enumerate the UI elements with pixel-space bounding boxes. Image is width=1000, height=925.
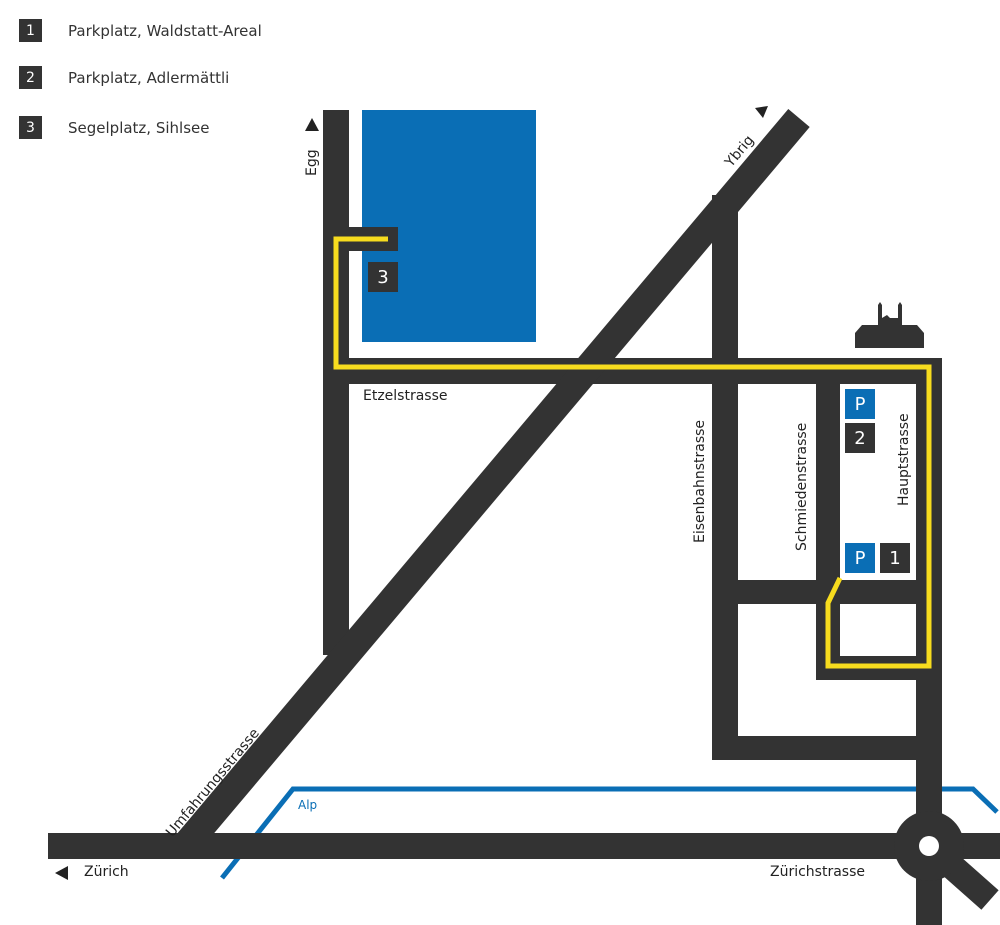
- legend-label: Parkplatz, Waldstatt-Areal: [68, 21, 262, 40]
- label-alp: Alp: [298, 798, 318, 812]
- legend-item-2: 2 Parkplatz, Adlermättli: [19, 66, 229, 89]
- label-hauptstrasse: Hauptstrasse: [896, 413, 912, 506]
- legend-label: Parkplatz, Adlermättli: [68, 68, 230, 87]
- roundabout-center: [919, 836, 939, 856]
- label-zuerich: Zürich: [84, 864, 129, 880]
- lake-sihlsee: [362, 110, 536, 342]
- label-etzelstrasse: Etzelstrasse: [363, 388, 448, 404]
- legend-item-1: 1 Parkplatz, Waldstatt-Areal: [19, 19, 262, 42]
- arrow-left-icon: [55, 866, 68, 880]
- legend-badge: 2: [19, 66, 42, 89]
- legend-item-3: 3 Segelplatz, Sihlsee: [19, 116, 209, 139]
- church-icon: [855, 302, 924, 348]
- label-eisenbahnstrasse: Eisenbahnstrasse: [692, 419, 708, 543]
- parking-marker-1: P: [845, 543, 875, 573]
- marker-2: 2: [845, 423, 875, 453]
- marker-3: 3: [368, 262, 398, 292]
- label-egg: Egg: [304, 149, 320, 176]
- arrow-ybrig-icon: [755, 106, 768, 118]
- legend-label: Segelplatz, Sihlsee: [68, 118, 210, 137]
- label-zuerichstrasse: Zürichstrasse: [770, 864, 865, 880]
- route-to-segelplatz: [333, 236, 932, 669]
- road-umfahrungsstrasse: [174, 108, 810, 856]
- marker-1: 1: [880, 543, 910, 573]
- parking-marker-2: P: [845, 389, 875, 419]
- label-schmiedenstrasse: Schmiedenstrasse: [794, 422, 810, 551]
- legend-badge: 1: [19, 19, 42, 42]
- legend-badge: 3: [19, 116, 42, 139]
- arrow-up-icon: [305, 118, 319, 131]
